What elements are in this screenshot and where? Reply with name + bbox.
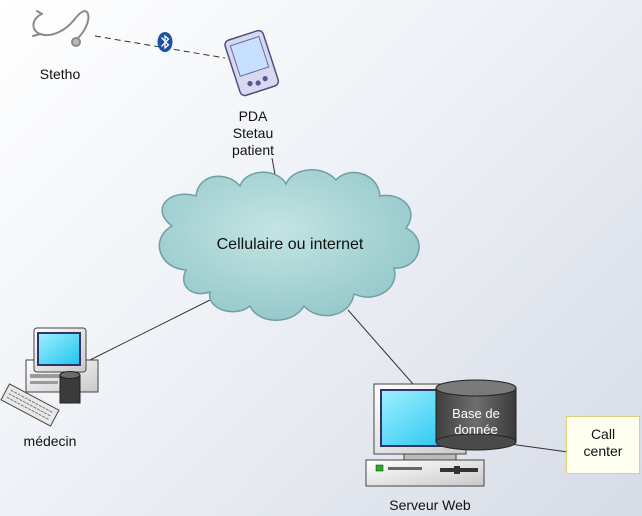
call-center-box: Call center <box>566 416 640 474</box>
call-center-label-line-1: Call <box>590 426 616 442</box>
database-label: Base de donnée <box>440 406 512 438</box>
pda-label-line-2: Stetau <box>232 125 274 141</box>
edge-cloud-medecin <box>89 293 223 361</box>
medecin-computer-icon <box>0 327 99 427</box>
cloud-label: Cellulaire ou internet <box>216 236 364 253</box>
database-label-line-2: donnée <box>454 422 498 437</box>
pda-label: PDA Stetau patient <box>220 108 286 159</box>
database-label-line-1: Base de <box>452 406 500 421</box>
edge-cloud-server <box>347 309 414 385</box>
cloud-shape <box>158 169 420 321</box>
medecin-label: médecin <box>23 433 77 449</box>
stetho-label: Stetho <box>39 66 81 82</box>
pda-icon <box>224 29 280 97</box>
call-center-label-line-2: center <box>583 443 623 459</box>
server-label: Serveur Web <box>389 497 471 513</box>
stethoscope-icon <box>32 10 90 47</box>
pda-label-line-1: PDA <box>238 108 268 124</box>
bluetooth-icon <box>157 32 173 52</box>
database-icon <box>435 379 517 451</box>
call-center-label: Call center <box>567 426 639 460</box>
pda-label-line-3: patient <box>231 142 275 158</box>
